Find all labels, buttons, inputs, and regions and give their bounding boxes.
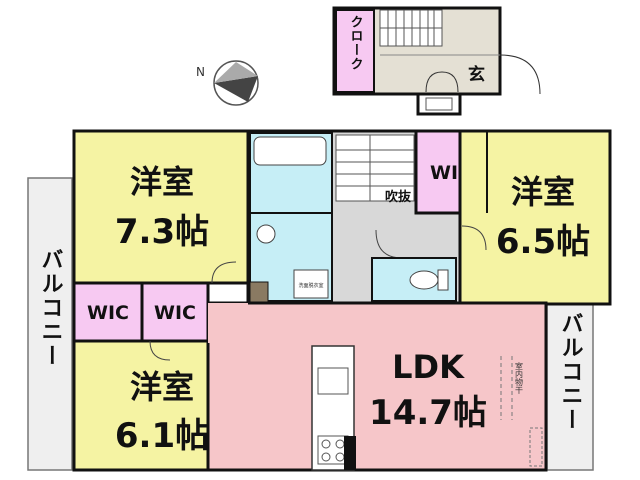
compass-label: N [196,65,205,79]
balcony-west-label: バルコニー [38,248,63,368]
cloak-label: クローク [348,15,364,71]
wic-2-label: WIC [154,302,196,324]
bedroom-3-name: 洋室 [130,368,194,406]
compass-icon [213,60,259,106]
bedroom-3-size: 6.1帖 [115,416,209,456]
ldk-size: 14.7帖 [369,393,487,433]
bedroom-1-size: 7.3帖 [115,212,209,252]
balcony-east [546,303,594,471]
bedroom-2-size: 6.5帖 [496,222,590,262]
fukinuke-label: 吹抜 [385,189,412,205]
indoor-drying-label: 室内物干 [515,361,524,395]
bedroom-2 [458,129,612,306]
kitchen-counter [311,345,355,471]
bedroom-2-name: 洋室 [511,173,575,211]
balcony-west [27,177,73,471]
ldk-room [206,301,548,472]
entrance-label: 玄 [468,64,485,85]
ldk-name: LDK [392,348,465,386]
cloak-room [335,9,375,93]
wic-1-label: WIC [87,302,129,324]
washroom-note: 洗面脱衣室 [298,282,323,289]
bedroom-1-name: 洋室 [130,163,194,201]
balcony-east-label: バルコニー [558,312,583,432]
entry-stairs [379,9,443,47]
bedroom-1 [72,129,250,285]
main-stairs [335,134,415,202]
